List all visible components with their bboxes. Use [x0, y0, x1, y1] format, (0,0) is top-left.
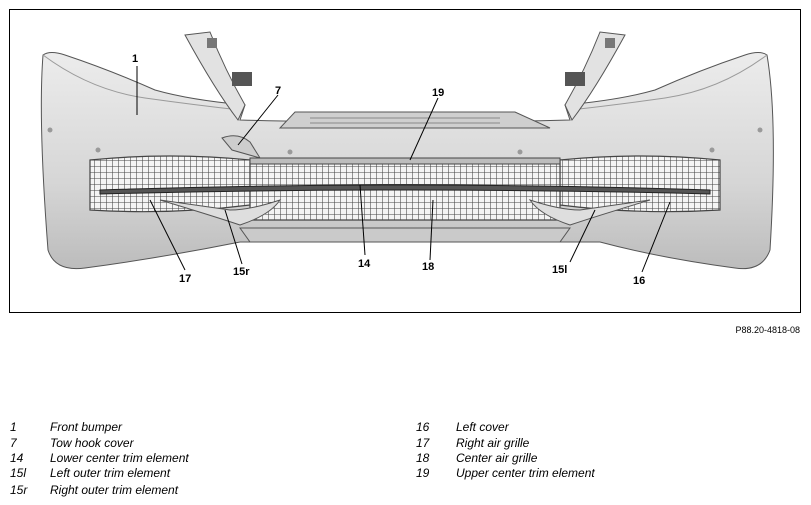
clip-right	[605, 38, 615, 48]
legend-num: 15r	[10, 483, 28, 497]
legend-num: 17	[416, 436, 430, 450]
legend-num: 18	[416, 451, 430, 465]
lower-center-trim-shape	[99, 184, 711, 195]
figure-code: P88.20-4818-08	[735, 325, 800, 335]
callout-17: 17	[179, 273, 191, 285]
callout-1: 1	[132, 53, 138, 65]
legend-num: 1	[10, 420, 17, 434]
sensor-block-left	[232, 72, 252, 86]
legend-text: Upper center trim element	[456, 466, 595, 480]
callout-19: 19	[432, 87, 444, 99]
callout-15r: 15r	[233, 266, 250, 278]
bumper-illustration: 1 7 19 14 18 17 15r 15l 16	[9, 9, 801, 313]
legend-num: 19	[416, 466, 430, 480]
legend-text: Right air grille	[456, 436, 530, 450]
legend-text: Right outer trim element	[50, 483, 179, 497]
clip-left	[207, 38, 217, 48]
legend-text: Center air grille	[456, 451, 538, 465]
callout-15l: 15l	[552, 264, 567, 276]
legend-num: 16	[416, 420, 430, 434]
legend-num: 7	[10, 436, 17, 450]
legend-num: 14	[10, 451, 24, 465]
tow-hook-cover-shape	[221, 135, 262, 159]
callout-14: 14	[358, 258, 371, 270]
mount-bracket-right	[564, 31, 626, 121]
legend-text: Tow hook cover	[50, 436, 134, 450]
sensor-block-right	[565, 72, 585, 86]
bumper-drawing: 1 7 19 14 18 17 15r 15l 16	[40, 31, 774, 287]
leader-lines	[136, 66, 671, 273]
legend-text: Left outer trim element	[50, 466, 171, 480]
callout-16: 16	[633, 275, 645, 287]
parking-sensors	[47, 127, 763, 155]
legend-text: Lower center trim element	[50, 451, 189, 465]
legend-text: Front bumper	[50, 420, 123, 434]
upper-center-trim-shape	[249, 157, 561, 165]
legend-num: 15l	[10, 466, 27, 480]
lower-lip	[239, 227, 571, 243]
right-outer-trim-shape	[159, 199, 282, 226]
left-outer-trim-shape	[528, 199, 651, 226]
mount-bracket-left	[184, 31, 246, 121]
callout-7: 7	[275, 85, 281, 97]
callout-18: 18	[422, 261, 434, 273]
legend-text: Left cover	[456, 420, 509, 434]
upper-frame	[278, 111, 551, 129]
